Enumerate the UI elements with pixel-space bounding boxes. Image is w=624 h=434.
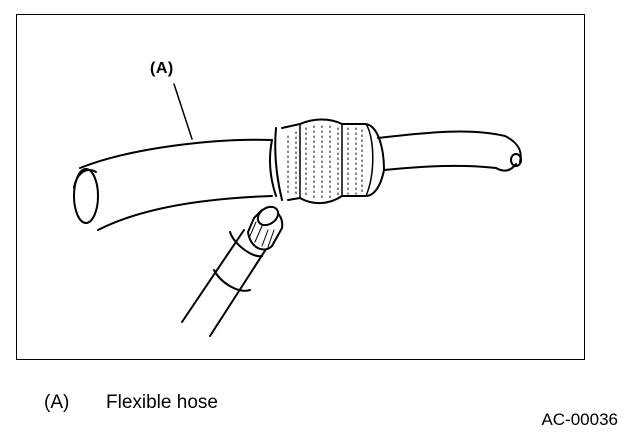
refrigerant-pipe-icon [377,130,522,172]
union-nut-fitting-icon [181,205,284,337]
legend-text-a: Flexible hose [106,392,218,413]
callout-label-a: (A) [150,60,174,77]
legend-marker-a: (A) [44,392,70,413]
figure-frame [16,14,585,360]
legend: (A) Flexible hose [44,392,218,414]
flexible-hose-icon [73,138,273,231]
figure-code: AC-00036 [541,410,618,429]
callout-leader-line [173,83,193,140]
hose-clamp-icon [268,118,385,204]
